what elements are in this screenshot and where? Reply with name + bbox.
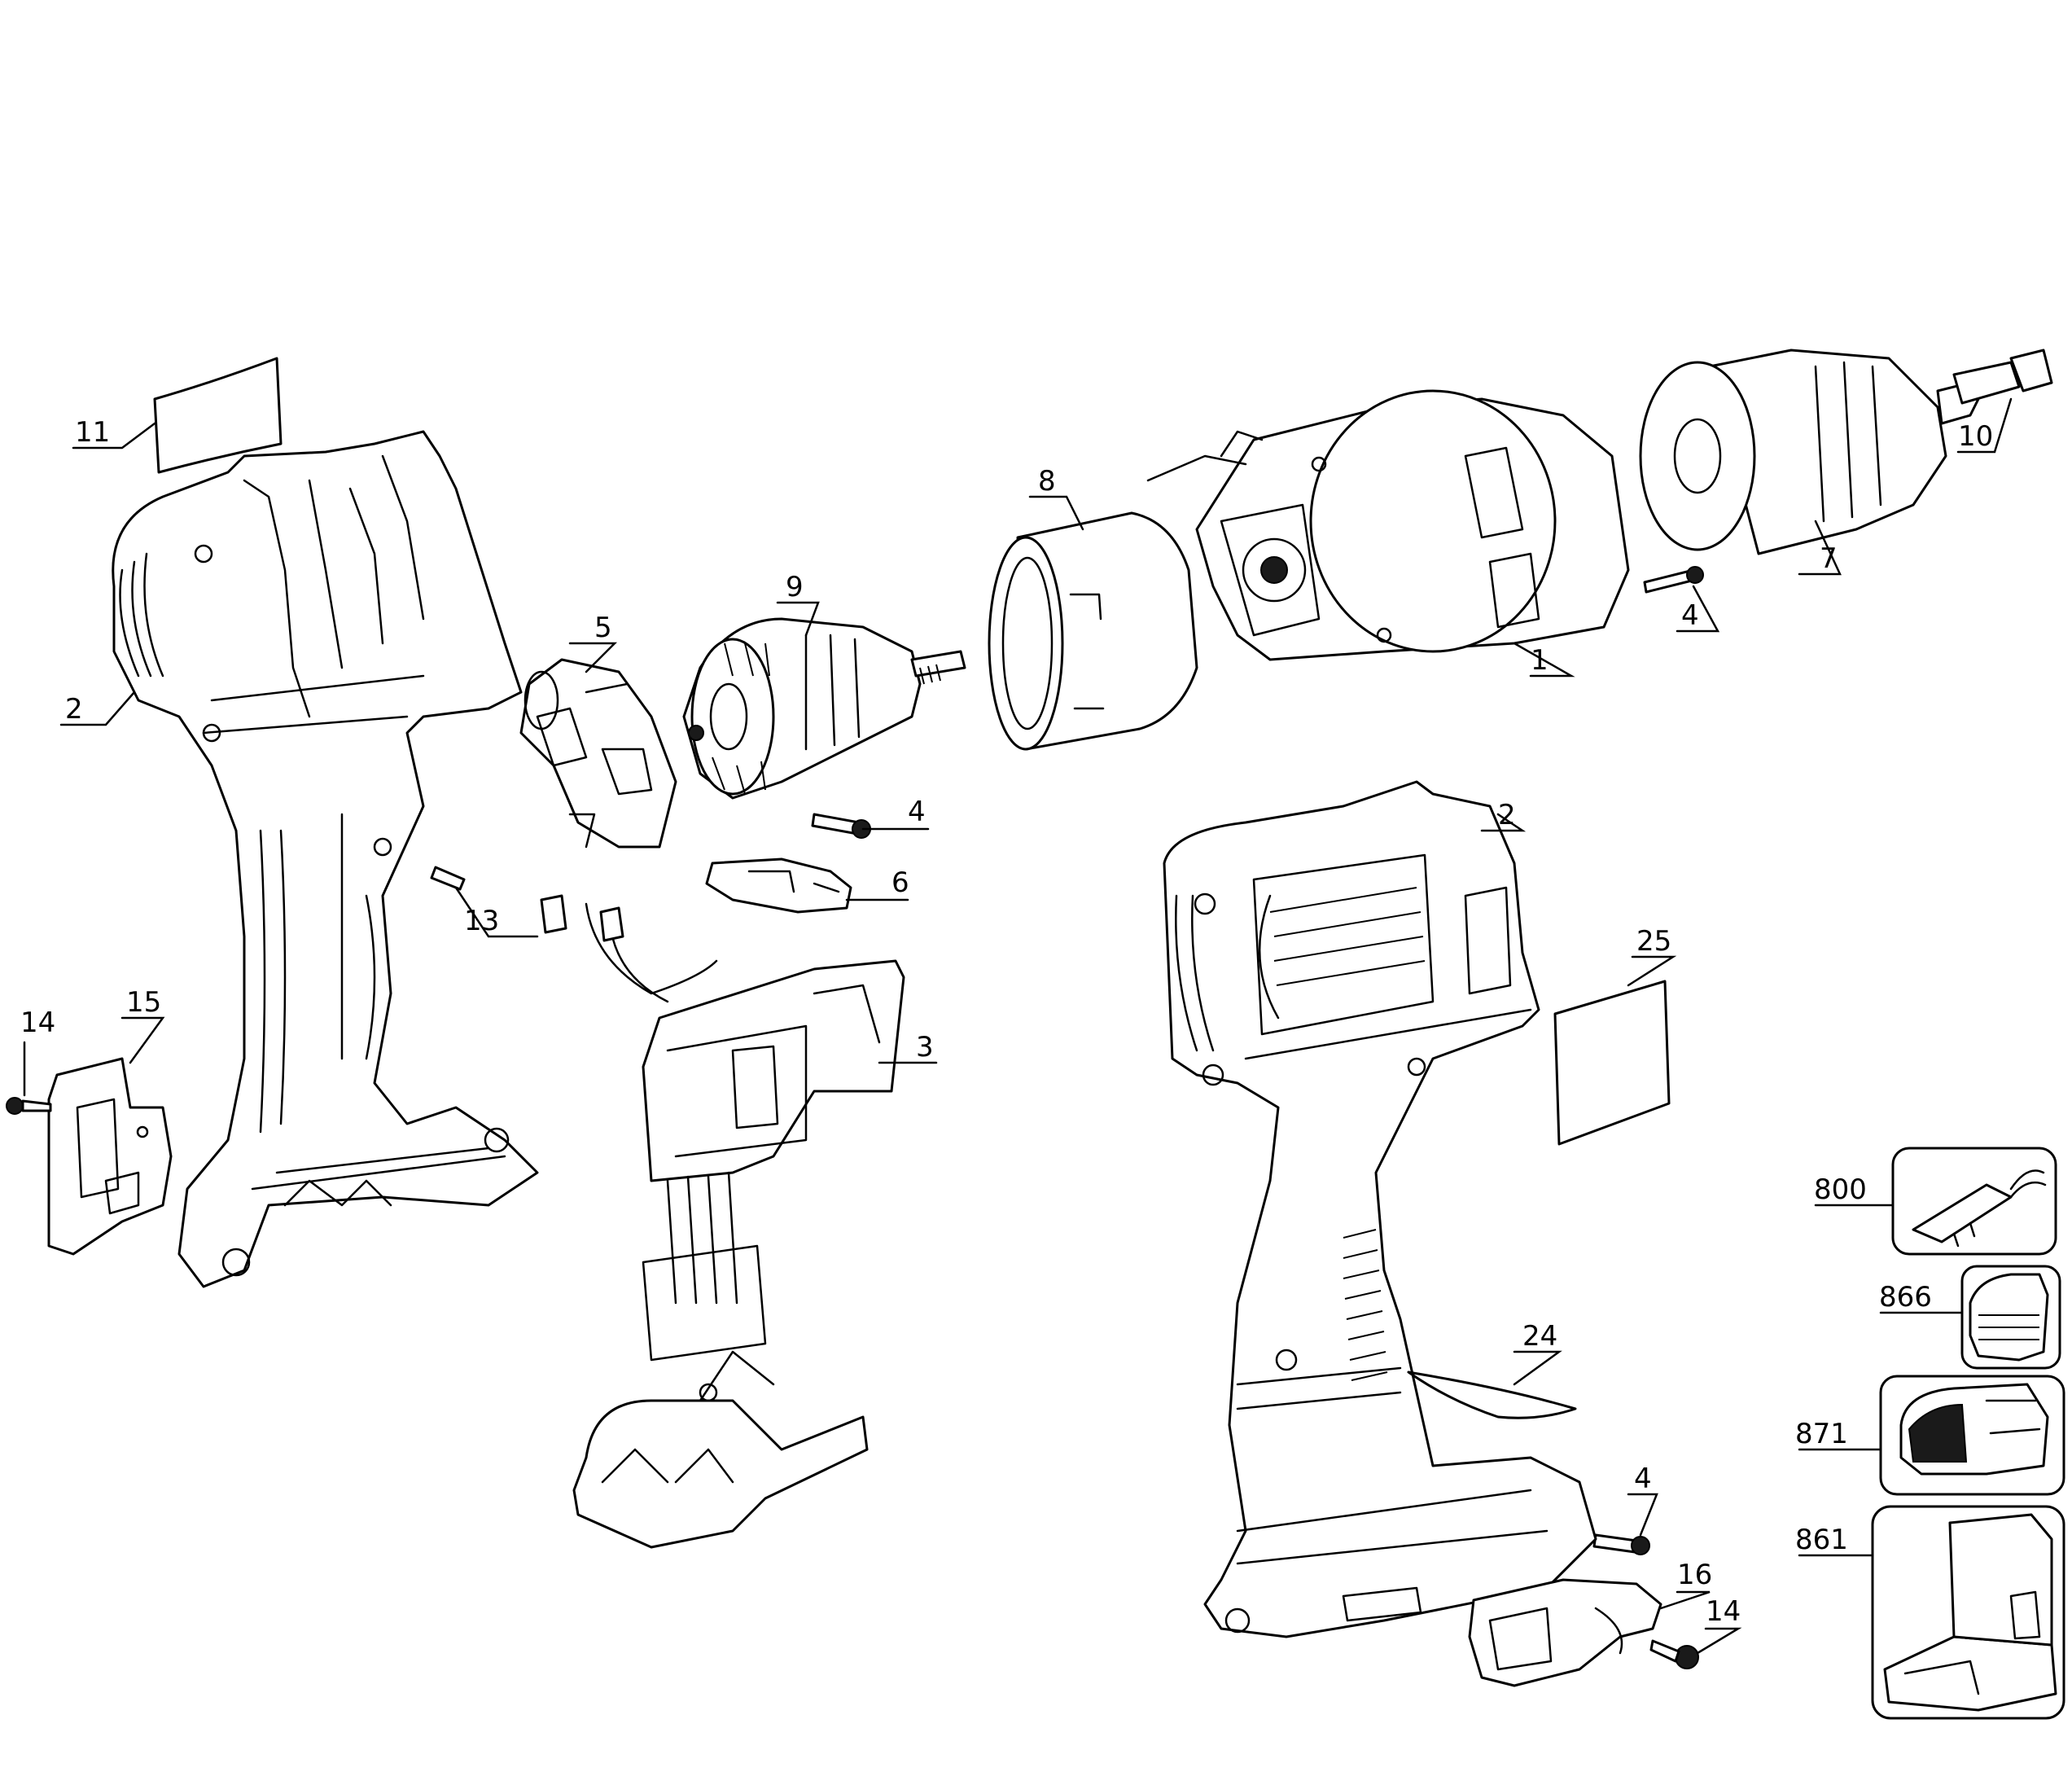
leader-25 bbox=[1627, 955, 1677, 987]
callout-16: 16 bbox=[1677, 1559, 1712, 1591]
callout-13: 13 bbox=[464, 905, 499, 937]
leader-14b bbox=[1696, 1627, 1742, 1655]
callout-11: 11 bbox=[75, 416, 110, 449]
part-14-screw-left bbox=[6, 1097, 52, 1115]
part-6-switch-actuator bbox=[705, 857, 852, 914]
leader-11 bbox=[72, 422, 156, 450]
callout-25: 25 bbox=[1636, 925, 1671, 958]
part-25-label bbox=[1553, 980, 1671, 1146]
callout-861: 861 bbox=[1795, 1524, 1848, 1556]
leader-5 bbox=[568, 642, 618, 673]
leader-2a bbox=[59, 691, 136, 726]
callout-1: 1 bbox=[1531, 644, 1549, 677]
accessory-861-case-panel bbox=[1871, 1505, 2065, 1720]
part-15-belt-clip bbox=[47, 1057, 173, 1256]
callout-15: 15 bbox=[126, 986, 161, 1019]
part-5-brush-holder bbox=[519, 658, 677, 849]
callout-14-right: 14 bbox=[1706, 1595, 1741, 1628]
leader-16 bbox=[1659, 1590, 1711, 1610]
callout-4-mid: 4 bbox=[908, 796, 926, 828]
leader-8 bbox=[1028, 495, 1084, 531]
callout-2-left: 2 bbox=[65, 693, 83, 726]
part-11-label bbox=[153, 357, 283, 474]
leader-4a bbox=[1676, 585, 1720, 633]
leader-9 bbox=[776, 601, 820, 637]
leader-10 bbox=[1956, 397, 2013, 454]
part-7-chuck bbox=[1639, 349, 1980, 555]
leader-24 bbox=[1513, 1350, 1562, 1386]
part-4-screw-bottom bbox=[1592, 1533, 1650, 1555]
leader-7 bbox=[1798, 520, 1842, 576]
leader-4c bbox=[1627, 1493, 1658, 1537]
leader-2b bbox=[1480, 813, 1527, 832]
part-14-screw-right bbox=[1649, 1639, 1699, 1669]
callout-labels: 11 2 5 9 8 1 4 7 10 4 6 13 14 15 3 2 25 … bbox=[20, 416, 1993, 1628]
accessory-800-panel bbox=[1891, 1147, 2057, 1256]
callout-7: 7 bbox=[1820, 542, 1838, 575]
callout-5: 5 bbox=[594, 612, 612, 644]
leader-1 bbox=[1513, 642, 1575, 678]
part-10-bit-holder bbox=[1952, 349, 2053, 405]
callout-4-top: 4 bbox=[1681, 599, 1699, 632]
part-3-switch-assembly bbox=[540, 894, 905, 1549]
part-9-armature bbox=[682, 617, 966, 800]
part-8-magnet-ring bbox=[988, 511, 1198, 751]
part-2-left-housing bbox=[112, 430, 539, 1288]
callout-10: 10 bbox=[1958, 420, 1993, 453]
callout-24: 24 bbox=[1522, 1320, 1557, 1353]
part-2-right-housing bbox=[1163, 780, 1597, 1638]
part-4-screw-mid bbox=[811, 813, 871, 839]
part-4-screw-top bbox=[1643, 566, 1704, 594]
callout-2-right: 2 bbox=[1498, 799, 1516, 831]
callout-6: 6 bbox=[891, 866, 909, 899]
callout-800: 800 bbox=[1814, 1173, 1867, 1206]
callout-3: 3 bbox=[916, 1031, 934, 1064]
callout-871: 871 bbox=[1795, 1418, 1848, 1450]
part-16-belt-hook bbox=[1468, 1578, 1662, 1687]
callout-866: 866 bbox=[1879, 1281, 1932, 1314]
callout-14-left: 14 bbox=[20, 1007, 55, 1039]
callout-9: 9 bbox=[786, 571, 804, 603]
accessory-871-charger-panel bbox=[1879, 1375, 2065, 1496]
part-13-pin bbox=[430, 866, 466, 891]
leader-13 bbox=[454, 886, 539, 938]
callout-4-bottom: 4 bbox=[1634, 1463, 1652, 1495]
part-24-badge bbox=[1407, 1371, 1577, 1419]
leader-15 bbox=[120, 1016, 165, 1064]
part-1-gearbox bbox=[1146, 389, 1630, 661]
callout-8: 8 bbox=[1038, 465, 1056, 498]
accessory-866-battery-panel bbox=[1960, 1265, 2061, 1370]
leader-lines bbox=[23, 397, 2013, 1655]
